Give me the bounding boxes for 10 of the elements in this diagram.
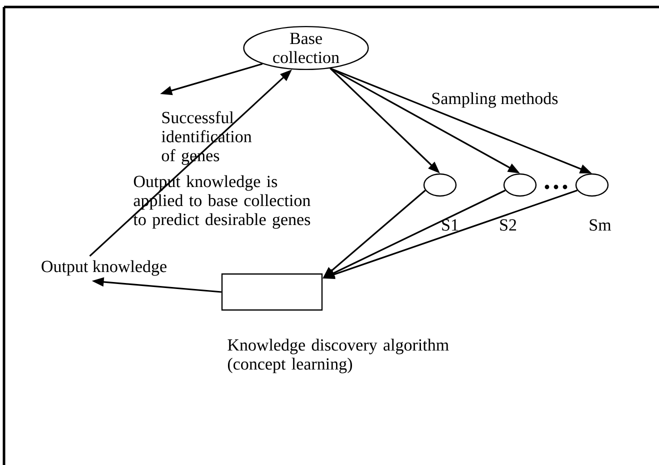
note-text: Sampling methods	[432, 92, 558, 108]
node-caption: Knowledge discovery algorithm (concept learning)	[228, 338, 449, 374]
ellipse-node: Base collection	[243, 26, 369, 70]
sample-ellipse	[575, 173, 609, 197]
sample-ellipse	[503, 173, 537, 197]
node-caption: Sm	[590, 219, 612, 231]
node-caption: S2	[500, 219, 516, 231]
algorithm-box	[221, 273, 323, 311]
sample-ellipse	[423, 173, 457, 197]
output-text: Output knowledge	[42, 260, 166, 276]
